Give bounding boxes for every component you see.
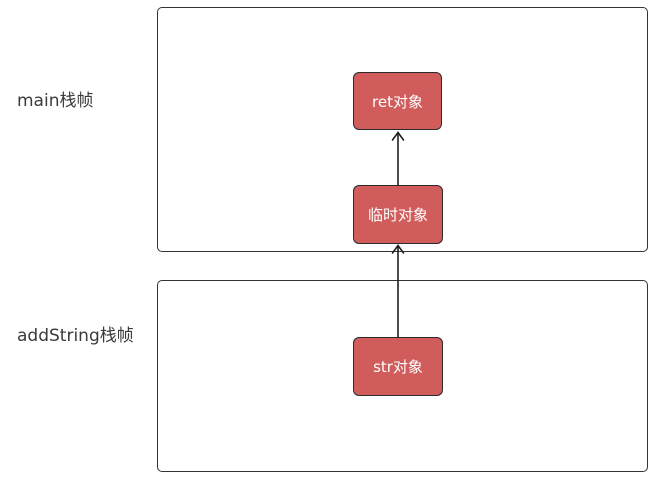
node-ret-object: ret对象 [353,72,442,130]
addstring-frame-label: addString栈帧 [17,326,134,346]
node-temp-object: 临时对象 [353,185,443,244]
node-str-object: str对象 [353,337,443,396]
main-frame-label: main栈帧 [17,91,94,111]
